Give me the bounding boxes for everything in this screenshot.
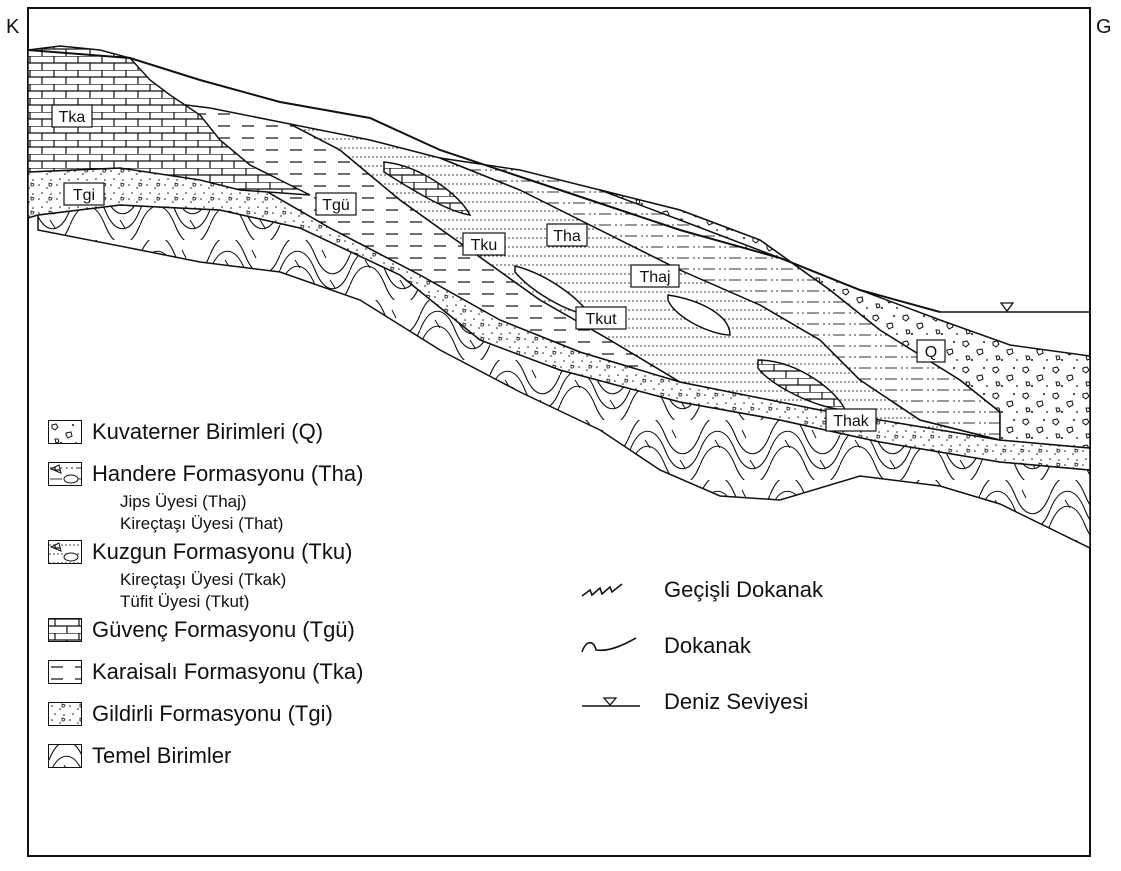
contact-sea-level-label: Deniz Seviyesi <box>664 689 808 715</box>
contact-sea-level: Deniz Seviyesi <box>578 674 823 730</box>
label-thaj: Thaj <box>631 265 679 287</box>
legend-label: Güvenç Formasyonu (Tgü) <box>92 617 355 643</box>
svg-text:Tkut: Tkut <box>585 311 617 328</box>
svg-text:Tka: Tka <box>59 109 86 126</box>
legend: Kuvaterner Birimleri (Q) Handere Formasy… <box>48 415 528 773</box>
dashes-swatch-icon <box>48 660 82 684</box>
svg-text:Q: Q <box>925 344 937 361</box>
legend-member: Tüfit Üyesi (Tkut) <box>48 591 528 613</box>
legend-label: Karaisalı Formasyonu (Tka) <box>92 659 363 685</box>
legend-member: Jips Üyesi (Thaj) <box>48 491 528 513</box>
label-thak: Thak <box>826 409 876 431</box>
svg-text:Tha: Tha <box>553 228 581 245</box>
label-tgu: Tgü <box>316 193 356 215</box>
svg-text:Thak: Thak <box>833 413 870 430</box>
svg-text:Thaj: Thaj <box>639 269 670 286</box>
legend-item-guvenc: Güvenç Formasyonu (Tgü) <box>48 613 528 647</box>
legend-item-gildirli: Gildirli Formasyonu (Tgi) <box>48 697 528 731</box>
label-tha: Tha <box>547 224 587 246</box>
contact-gradational: Geçişli Dokanak <box>578 562 823 618</box>
contact-line-icon <box>578 634 658 658</box>
legend-item-quaternary: Kuvaterner Birimleri (Q) <box>48 415 528 449</box>
svg-text:Tgi: Tgi <box>73 187 95 204</box>
folded-swatch-icon <box>48 744 82 768</box>
legend-label: Kuzgun Formasyonu (Tku) <box>92 539 352 565</box>
contact-gradational-label: Geçişli Dokanak <box>664 577 823 603</box>
legend-item-handere: Handere Formasyonu (Tha) <box>48 457 528 491</box>
contact-normal: Dokanak <box>578 618 823 674</box>
gravel-swatch-icon <box>48 420 82 444</box>
legend-label: Gildirli Formasyonu (Tgi) <box>92 701 333 727</box>
label-tka: Tka <box>52 105 92 127</box>
legend-member: Kireçtaşı Üyesi (That) <box>48 513 528 535</box>
fine-gravel-swatch-icon <box>48 702 82 726</box>
legend-item-kuzgun: Kuzgun Formasyonu (Tku) <box>48 535 528 569</box>
svg-text:Tgü: Tgü <box>322 197 350 214</box>
legend-item-basement: Temel Birimler <box>48 739 528 773</box>
label-tku: Tku <box>463 233 505 255</box>
dash-dot-swatch-icon <box>48 462 82 486</box>
label-q: Q <box>917 340 945 362</box>
legend-label: Temel Birimler <box>92 743 231 769</box>
gradational-contact-icon <box>578 578 658 602</box>
svg-text:Tku: Tku <box>471 237 498 254</box>
contact-legend: Geçişli Dokanak Dokanak Deniz Seviyesi <box>578 562 823 730</box>
legend-item-karaisali: Karaisalı Formasyonu (Tka) <box>48 655 528 689</box>
label-tkut: Tkut <box>576 307 626 329</box>
sea-level-icon <box>578 690 658 714</box>
label-tgi: Tgi <box>64 183 104 205</box>
legend-member: Kireçtaşı Üyesi (Tkak) <box>48 569 528 591</box>
legend-label: Handere Formasyonu (Tha) <box>92 461 363 487</box>
contact-normal-label: Dokanak <box>664 633 751 659</box>
legend-label: Kuvaterner Birimleri (Q) <box>92 419 323 445</box>
dotted-lines-swatch-icon <box>48 540 82 564</box>
brick-swatch-icon <box>48 618 82 642</box>
